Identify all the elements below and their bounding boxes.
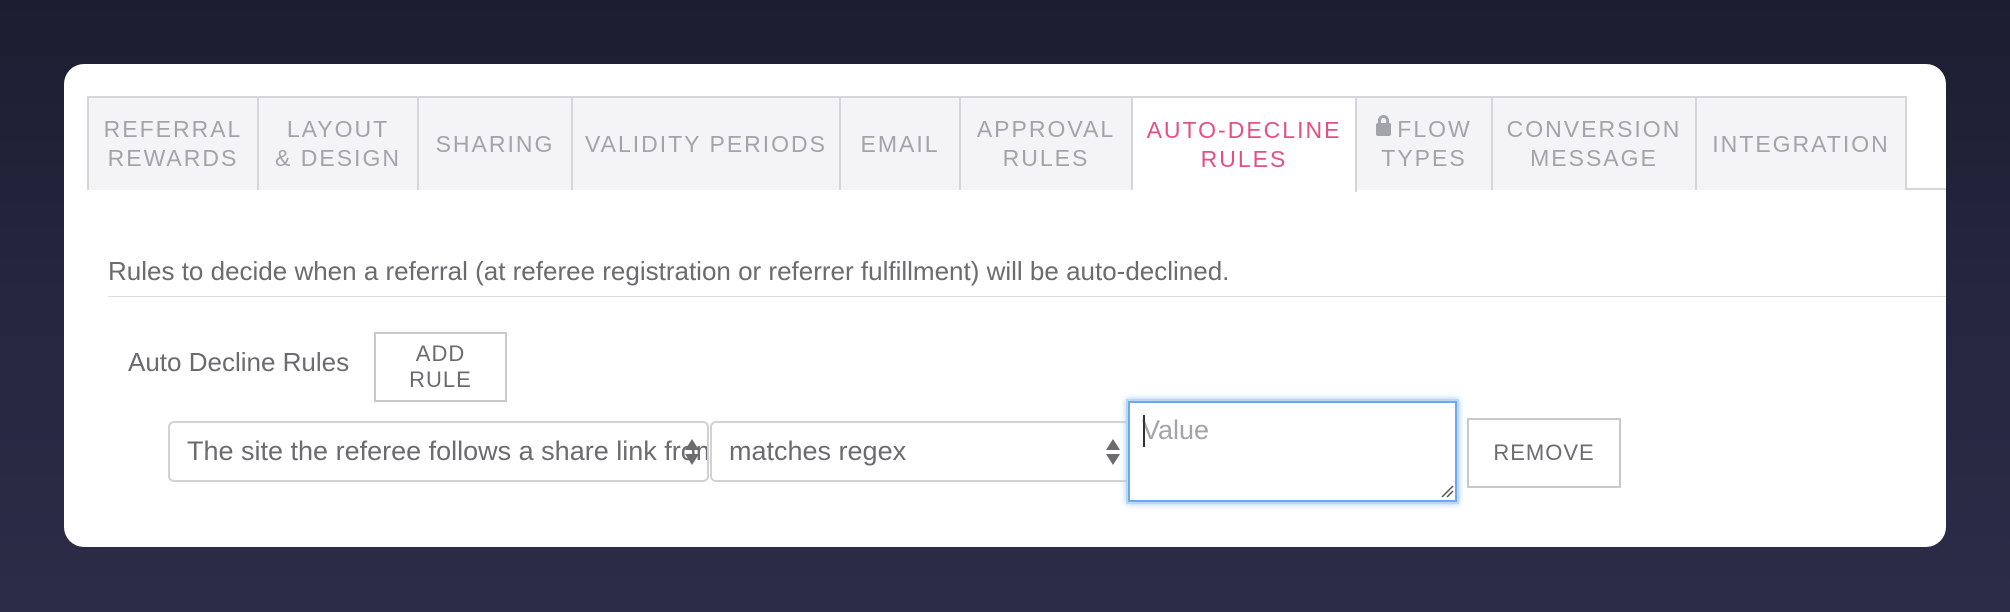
section-description: Rules to decide when a referral (at refe… (108, 256, 1946, 297)
tab-email[interactable]: EMAIL (841, 96, 961, 190)
rule-operator-select[interactable]: matches regex (710, 421, 1130, 482)
rule-operator-value: matches regex (729, 436, 907, 466)
tab-referral-rewards[interactable]: REFERRAL REWARDS (87, 96, 259, 190)
settings-card: REFERRAL REWARDS LAYOUT & DESIGN SHARING… (64, 64, 1946, 547)
tab-sharing[interactable]: SHARING (419, 96, 573, 190)
rule-value-input[interactable] (1128, 401, 1457, 502)
remove-rule-button[interactable]: REMOVE (1467, 418, 1621, 488)
text-caret (1143, 415, 1145, 447)
tab-approval-rules[interactable]: APPROVAL RULES (961, 96, 1133, 190)
select-arrows-icon (685, 438, 699, 466)
tab-layout-design[interactable]: LAYOUT & DESIGN (259, 96, 419, 190)
tab-auto-decline-rules[interactable]: AUTO-DECLINE RULES (1133, 96, 1357, 192)
lock-icon (1376, 115, 1392, 136)
resize-grip-icon[interactable] (1440, 484, 1454, 498)
tab-validity-periods[interactable]: VALIDITY PERIODS (573, 96, 841, 190)
rule-field-select[interactable]: The site the referee follows a share lin… (168, 421, 709, 482)
select-arrows-icon (1106, 438, 1120, 466)
rule-field-value: The site the referee follows a share lin… (187, 436, 709, 466)
tab-flow-types[interactable]: FLOW TYPES (1357, 96, 1493, 190)
tab-flow-types-label: FLOW TYPES (1381, 116, 1472, 171)
tab-conversion-message[interactable]: CONVERSION MESSAGE (1493, 96, 1697, 190)
tab-integration[interactable]: INTEGRATION (1697, 96, 1907, 190)
tab-bar: REFERRAL REWARDS LAYOUT & DESIGN SHARING… (87, 96, 1946, 192)
add-rule-button[interactable]: ADD RULE (374, 332, 507, 402)
auto-decline-rules-label: Auto Decline Rules (128, 347, 350, 377)
